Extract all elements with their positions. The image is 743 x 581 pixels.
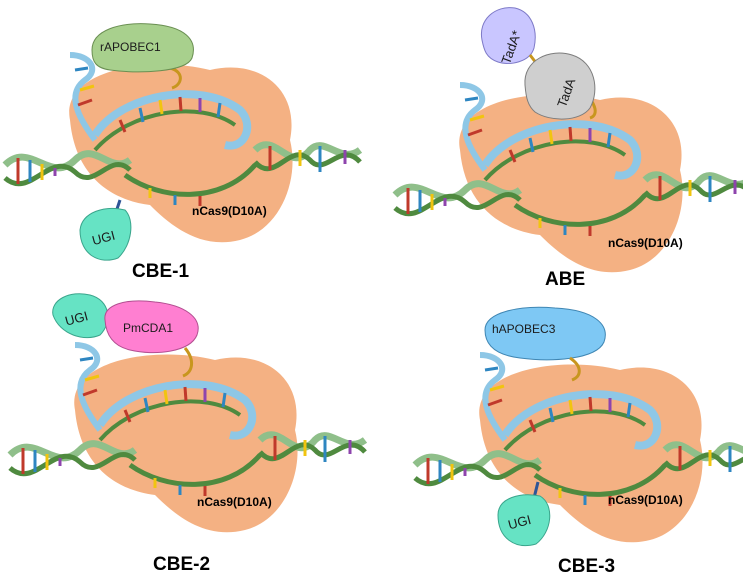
hapobec3-protein [484,306,606,361]
deaminase-linker [182,347,193,378]
cas9-label: nCas9(D10A) [608,493,683,507]
cas9-dna-complex [415,355,743,542]
rapobec1-protein [91,23,194,73]
cas9-label: nCas9(D10A) [192,204,267,218]
panel-title-cbe2: CBE-2 [153,554,210,575]
hapobec3-label: hAPOBEC3 [492,322,556,336]
ugi-label: UGI [90,228,116,248]
ugi-protein [79,207,132,261]
panel-cbe1: rAPOBEC1 UGI nCas9(D10A) CBE-1 [5,23,360,282]
panel-abe: TadA* TadA nCas9(D10A) ABE [395,7,743,290]
panel-title-cbe1: CBE-1 [132,261,189,282]
pmcda1-label: PmCDA1 [123,321,173,335]
tada-star-protein [480,7,536,64]
rapobec1-label: rAPOBEC1 [100,40,161,54]
cas9-label: nCas9(D10A) [197,495,272,509]
ugi-label: UGI [63,308,89,328]
ugi-protein [497,494,551,546]
panel-cbe3: hAPOBEC3 UGI nCas9(D10A) CBE-3 [415,306,743,577]
panel-title-cbe3: CBE-3 [558,556,615,577]
cas9-dna-complex [5,55,360,242]
pmcda1-protein [104,300,199,354]
tada-protein [524,52,596,120]
ugi-label: UGI [506,512,532,532]
cas9-label: nCas9(D10A) [608,236,683,250]
deaminase-linker [569,356,581,382]
panel-cbe2: UGI PmCDA1 nCas9(D10A) CBE-2 [10,293,365,575]
panel-title-abe: ABE [545,269,585,290]
deaminase-linker [169,66,182,90]
